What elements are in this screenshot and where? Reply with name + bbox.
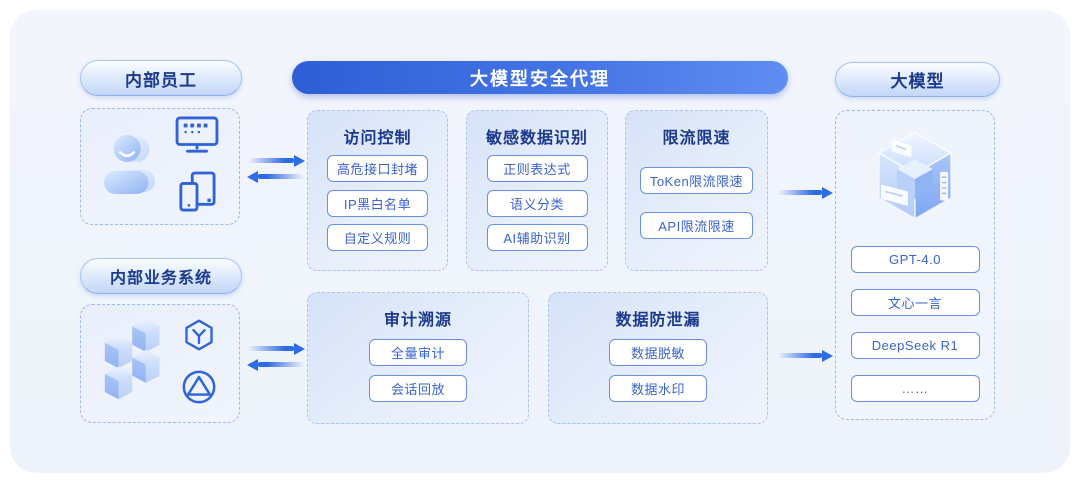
feature-chip: ToKen限流限速 [640, 166, 753, 194]
arrow-left-icon [258, 174, 304, 179]
proxy-title: 大模型安全代理 [470, 68, 610, 89]
feature-chip: 数据脱敏 [609, 339, 707, 366]
employees-pill: 内部员工 [80, 60, 242, 96]
feature-chip: 高危接口封堵 [327, 155, 428, 183]
model-item: GPT-4.0 [850, 246, 980, 273]
models-box: GPT-4.0 文心一言 DeepSeek R1 …… [835, 110, 995, 420]
feature-chip: IP黑白名单 [327, 189, 428, 217]
feature-chip: AI辅助识别 [486, 223, 588, 251]
arrow-right-icon [248, 158, 294, 163]
card-title: 限流限速 [662, 130, 731, 147]
card-audit-trace: 审计溯源 全量审计 会话回放 [307, 292, 529, 424]
diagram-canvas: 内部员工 [10, 10, 1070, 473]
feature-chip: 数据水印 [609, 375, 707, 402]
feature-chip: 语义分类 [486, 189, 588, 217]
circle-triangle-icon [181, 369, 217, 410]
arrow-right-icon [778, 190, 822, 195]
cube-stack-icon [103, 317, 165, 410]
card-title: 敏感数据识别 [485, 130, 588, 147]
feature-chip: 自定义规则 [327, 223, 428, 251]
card-title: 数据防泄漏 [615, 312, 701, 329]
model-item: DeepSeek R1 [850, 332, 980, 359]
model-item: …… [850, 375, 980, 402]
card-rate-limit: 限流限速 ToKen限流限速 API限流限速 [625, 110, 768, 271]
card-data-leak-prevention: 数据防泄漏 数据脱敏 数据水印 [548, 292, 768, 424]
systems-box [80, 304, 240, 423]
proxy-title-banner: 大模型安全代理 [292, 61, 788, 94]
card-title: 审计溯源 [383, 312, 452, 329]
card-sensitive-data: 敏感数据识别 正则表达式 语义分类 AI辅助识别 [466, 110, 608, 271]
arrow-right-icon [248, 346, 294, 351]
employees-box [80, 108, 240, 225]
feature-chip: API限流限速 [640, 212, 753, 240]
systems-pill: 内部业务系统 [80, 258, 242, 294]
feature-chip: 会话回放 [369, 375, 467, 402]
person-icon [101, 131, 159, 202]
models-label: 大模型 [890, 72, 945, 91]
card-title: 访问控制 [343, 130, 412, 147]
feature-chip: 正则表达式 [486, 155, 588, 183]
model-item: 文心一言 [850, 289, 980, 316]
arrow-right-icon [778, 353, 822, 358]
models-pill: 大模型 [835, 62, 1000, 97]
hexagon-node-icon [182, 318, 216, 357]
systems-label: 内部业务系统 [109, 270, 212, 287]
glass-cube-icon [867, 127, 963, 236]
mobile-devices-icon [178, 171, 216, 218]
arrow-left-icon [258, 362, 304, 367]
monitor-icon [175, 115, 219, 159]
feature-chip: 全量审计 [369, 339, 467, 366]
card-access-control: 访问控制 高危接口封堵 IP黑白名单 自定义规则 [307, 110, 448, 271]
employees-label: 内部员工 [125, 70, 197, 90]
